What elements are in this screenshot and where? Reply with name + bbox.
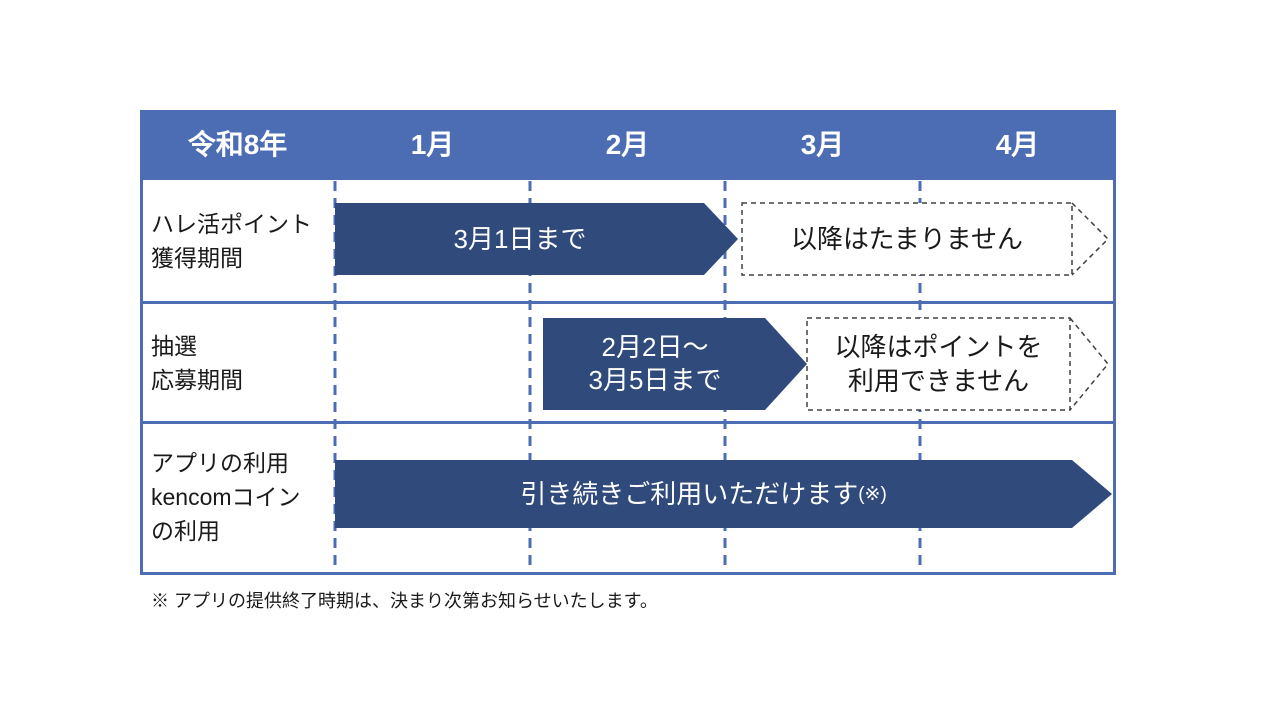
header-cell-year: 令和8年 (187, 129, 288, 160)
solid-arrow-shape-row3 (335, 460, 1112, 528)
solid-arrow-shape-row1 (335, 203, 738, 275)
solid-arrow-label-row2: 2月2日〜 3月5日まで (588, 332, 722, 395)
header-cell-month-4: 4月 (995, 129, 1040, 160)
header-cell-month-1: 1月 (410, 129, 455, 160)
row-divider (140, 421, 1116, 424)
row-label-line: の利用 (151, 518, 220, 544)
table-header-band (140, 110, 1116, 180)
solid-arrow-label-row1: 3月1日まで (453, 223, 587, 254)
dashed-arrow-shape-row2 (806, 317, 1109, 411)
row-label-line: 獲得期間 (151, 245, 243, 271)
dashed-arrow-label-row1: 以降はたまりません (791, 224, 1023, 254)
row-label-point-period: ハレ活ポイント 獲得期間 (151, 207, 312, 275)
row-label-line: kencomコイン (151, 484, 301, 510)
row-label-line: アプリの利用 (151, 450, 289, 476)
row-label-lottery-period: 抽選 応募期間 (151, 329, 243, 397)
row-label-line: ハレ活ポイント (151, 211, 312, 237)
header-cell-month-2: 2月 (605, 129, 650, 160)
solid-arrow-shape-row2 (543, 318, 807, 410)
solid-arrow-label-row3: 引き続きご利用いただけます(※) (520, 478, 887, 509)
row-label-line: 応募期間 (151, 367, 243, 393)
row-divider (140, 301, 1116, 304)
row-label-app-usage: アプリの利用 kencomコイン の利用 (151, 446, 301, 548)
header-cell-month-3: 3月 (800, 129, 845, 160)
dashed-arrow-label-row2: 以降はポイントを 利用できません (834, 332, 1043, 396)
row-label-line: 抽選 (151, 333, 197, 359)
footnote: ※ アプリの提供終了時期は、決まり次第お知らせいたします。 (151, 591, 658, 611)
footnote-marker: (※) (858, 483, 887, 505)
dashed-arrow-shape-row1 (741, 202, 1110, 276)
timeline-table-frame (140, 110, 1116, 575)
